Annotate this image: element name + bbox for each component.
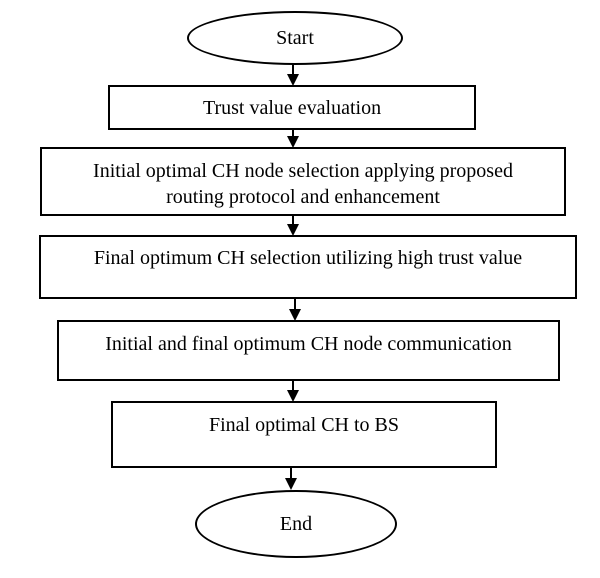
step-final-optimal-ch-to-bs: Final optimal CH to BS (111, 401, 497, 468)
step-3-label: Final optimum CH selection utilizing hig… (93, 247, 523, 269)
end-label: End (279, 513, 313, 535)
step-trust-value-evaluation: Trust value evaluation (108, 85, 476, 130)
arrowhead-step4-to-step5 (287, 390, 299, 402)
step-5-label: Final optimal CH to BS (208, 414, 400, 436)
step-ch-node-communication: Initial and final optimum CH node commun… (57, 320, 560, 381)
start-label: Start (276, 27, 314, 49)
arrowhead-start-to-step1 (287, 74, 299, 86)
end-terminal: End (195, 490, 397, 558)
step-initial-optimal-ch-selection: Initial optimal CH node selection applyi… (40, 147, 566, 216)
step-4-label: Initial and final optimum CH node commun… (105, 333, 512, 355)
arrowhead-step3-to-step4 (289, 309, 301, 321)
arrowhead-step2-to-step3 (287, 224, 299, 236)
step-final-optimum-ch-selection: Final optimum CH selection utilizing hig… (39, 235, 577, 299)
step-1-label: Trust value evaluation (202, 96, 382, 119)
start-terminal: Start (187, 11, 403, 65)
arrowhead-step5-to-end (285, 478, 297, 490)
step-2-label: Initial optimal CH node selection applyi… (93, 160, 513, 208)
arrowhead-step1-to-step2 (287, 136, 299, 148)
